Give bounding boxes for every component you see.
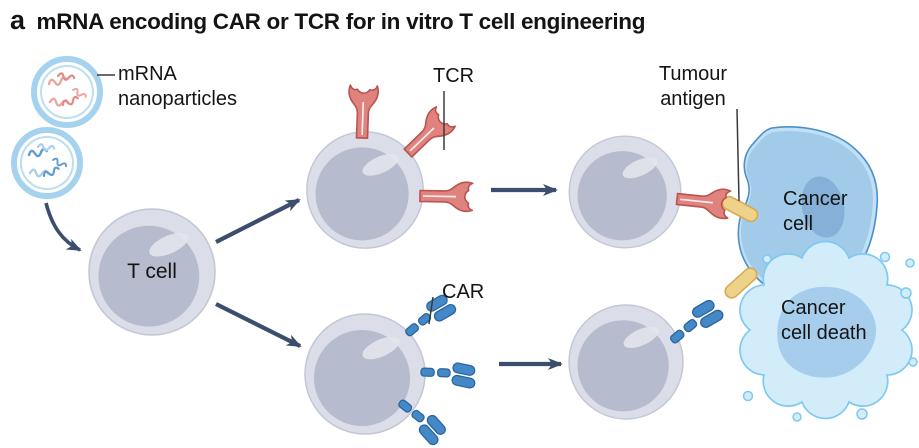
splat-inner-blob	[777, 286, 876, 378]
cancer-cell-shape	[737, 126, 879, 300]
car-label-line	[428, 296, 434, 325]
tumour-antigen-bottom	[724, 267, 758, 299]
panel-letter: a	[10, 5, 25, 35]
tcr-receptor	[346, 84, 380, 140]
splat-droplets	[742, 251, 918, 422]
mrna-nanoparticle-pink	[34, 59, 100, 125]
label-mrna-nanoparticles: mRNA nanoparticles	[118, 63, 237, 110]
arrow-to-car-cell	[215, 302, 302, 348]
antigen-label-line	[736, 108, 740, 202]
cancer-cell-nucleus	[801, 176, 845, 238]
tcr-receptor	[418, 180, 474, 213]
label-lines	[97, 74, 740, 325]
tcr-receptor-engaged	[674, 183, 732, 220]
label-tumour-antigen: Tumour antigen	[658, 63, 728, 110]
car-t-cell-engaged	[568, 304, 684, 420]
figure-title: mRNA encoding CAR or TCR for in vitro T …	[36, 9, 646, 34]
label-cancer-cell-death: Cancer cell death	[781, 297, 867, 344]
car-receptor	[419, 358, 481, 392]
label-tcr: TCR	[433, 65, 475, 87]
figure-title-row: a mRNA encoding CAR or TCR for in vitro …	[10, 5, 645, 36]
label-cancer-cell: Cancer cell	[783, 188, 848, 235]
tcr-t-cell-engaged	[568, 135, 682, 249]
cancer-cell-death-splat	[739, 240, 918, 422]
mrna-nanoparticle-blue	[14, 130, 80, 196]
arrow-to-tcr-cell	[215, 198, 301, 244]
label-t-cell: T cell	[127, 260, 177, 283]
uptake-arrow	[44, 202, 82, 252]
flow-arrows	[44, 184, 563, 370]
label-car: CAR	[442, 281, 485, 303]
